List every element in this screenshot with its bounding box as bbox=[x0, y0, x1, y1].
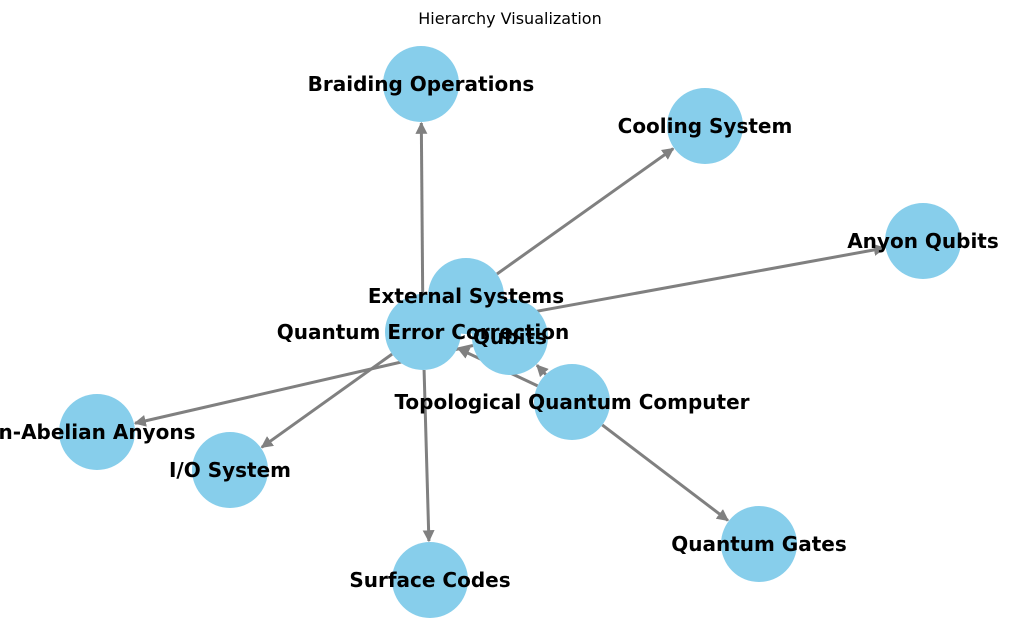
edge-tqc-to-gates bbox=[601, 423, 729, 522]
nodes-layer bbox=[59, 46, 961, 618]
node-label-gates: Quantum Gates bbox=[671, 532, 847, 556]
node-cooling bbox=[667, 88, 743, 164]
node-surface bbox=[392, 542, 468, 618]
node-label-external: External Systems bbox=[368, 284, 564, 308]
node-qubits bbox=[472, 299, 548, 375]
node-anyon bbox=[885, 203, 961, 279]
node-label-qec: Quantum Error Correction bbox=[277, 320, 570, 344]
edge-qec-to-io bbox=[260, 352, 393, 449]
edge-qec-to-surface bbox=[422, 369, 435, 543]
node-label-tqc: Topological Quantum Computer bbox=[394, 390, 749, 414]
node-gates bbox=[721, 506, 797, 582]
node-label-anyon: Anyon Qubits bbox=[847, 229, 999, 253]
node-braiding bbox=[383, 46, 459, 122]
edge-tqc-to-qubits bbox=[535, 364, 549, 378]
node-qec bbox=[385, 294, 461, 370]
node-label-io: I/O System bbox=[169, 458, 291, 482]
node-io bbox=[192, 432, 268, 508]
node-label-surface: Surface Codes bbox=[349, 568, 510, 592]
node-tqc bbox=[534, 364, 610, 440]
node-nonabelian bbox=[59, 394, 135, 470]
node-label-qubits: Qubits bbox=[473, 325, 547, 349]
diagram-title: Hierarchy Visualization bbox=[418, 9, 601, 28]
edge-qec-to-braiding bbox=[415, 121, 428, 295]
node-label-braiding: Braiding Operations bbox=[308, 72, 535, 96]
edge-external-to-cooling bbox=[496, 147, 675, 276]
node-label-nonabelian: n-Abelian Anyons bbox=[0, 420, 195, 444]
node-label-cooling: Cooling System bbox=[618, 114, 793, 138]
